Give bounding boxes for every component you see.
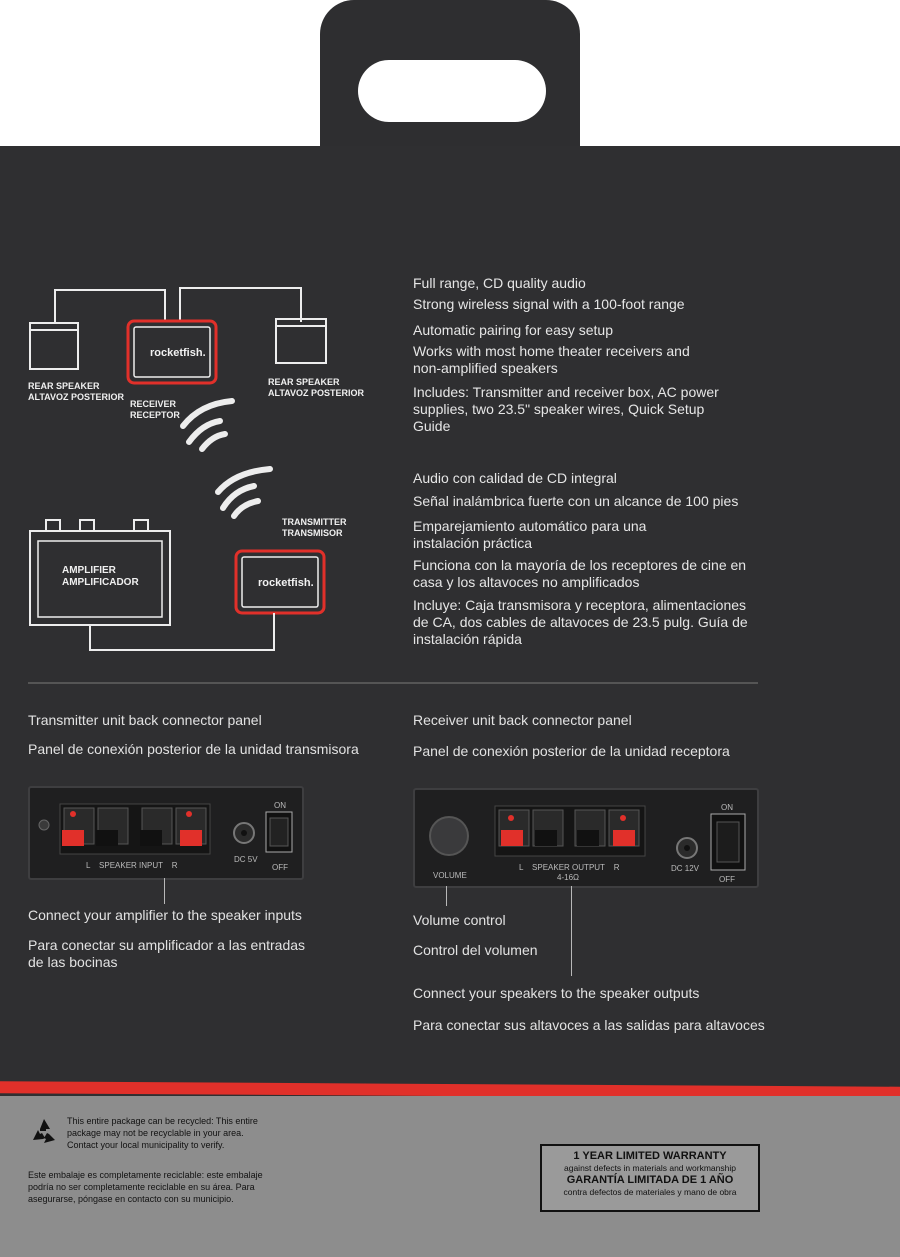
receiver-connector-panel: VOLUME L SPEAKER OUTPUT R 4-16Ω DC 12V O… — [413, 788, 759, 888]
transmitter-outline — [234, 549, 326, 615]
ohm-label: 4-16Ω — [557, 873, 579, 882]
receiver-panel-title-en: Receiver unit back connector panel — [413, 712, 632, 728]
transmitter-caption-en: Connect your amplifier to the speaker in… — [28, 907, 302, 923]
recycle-icon — [33, 1119, 55, 1143]
outputs-pointer-line — [571, 886, 572, 976]
feature-en-2: Strong wireless signal with a 100-foot r… — [413, 296, 685, 312]
outputs-caption-es: Para conectar sus altavoces a las salida… — [413, 1017, 765, 1033]
wire-right — [179, 287, 302, 322]
wire-left — [54, 289, 166, 323]
volume-label: VOLUME — [433, 871, 467, 880]
outputs-caption-en: Connect your speakers to the speaker out… — [413, 985, 700, 1001]
section-divider — [28, 682, 758, 684]
speaker-output-terminals — [498, 809, 640, 847]
warranty-title-es: GARANTÍA LIMITADA DE 1 AÑO — [566, 1174, 734, 1186]
amplifier-shape — [29, 530, 171, 626]
rx-on-label: ON — [721, 803, 733, 812]
feature-en-1: Full range, CD quality audio — [413, 275, 586, 291]
warranty-title-en: 1 YEAR LIMITED WARRANTY — [573, 1150, 727, 1162]
speaker-input-terminals — [62, 807, 207, 846]
wire-bottom — [89, 613, 275, 651]
recycle-text-es: Este embalaje es completamente reciclabl… — [28, 1170, 263, 1204]
feature-en-5: Includes: Transmitter and receiver box, … — [413, 384, 719, 434]
wireless-icon-lower-1 — [220, 483, 257, 511]
feature-en-4: Works with most home theater receivers a… — [413, 343, 690, 376]
recycle-text-en: This entire package can be recycled: Thi… — [67, 1116, 258, 1150]
transmitter-connector-panel: L SPEAKER INPUT R DC 5V ON OFF — [28, 786, 304, 880]
feature-es-2: Señal inalámbrica fuerte con un alcance … — [413, 493, 739, 509]
transmitter-panel-title-en: Transmitter unit back connector panel — [28, 712, 262, 728]
rear-speaker-left-shape — [29, 322, 79, 370]
volume-caption-en: Volume control — [413, 912, 506, 928]
receiver-panel-title-es: Panel de conexión posterior de la unidad… — [413, 743, 730, 759]
volume-knob — [429, 816, 469, 856]
wireless-icon-upper-1 — [186, 418, 223, 445]
volume-caption-es: Control del volumen — [413, 942, 538, 958]
bottom-label-band: This entire package can be recycled: Thi… — [0, 1096, 900, 1257]
transmitter-brand: rocketfish. — [258, 577, 314, 589]
speaker-input-label: L SPEAKER INPUT R — [86, 861, 178, 870]
volume-pointer-line — [446, 886, 447, 906]
system-diagram: rocketfish. rocketfish. — [29, 287, 327, 651]
dc12v-label: DC 12V — [671, 864, 700, 873]
rx-off-label: OFF — [719, 875, 735, 884]
transmitter-panel-title-es: Panel de conexión posterior de la unidad… — [28, 741, 359, 757]
warranty-sub-es: contra defectos de materiales y mano de … — [563, 1187, 737, 1197]
rear-speaker-right-shape — [275, 318, 327, 364]
warranty-sub-en: against defects in materials and workman… — [564, 1163, 736, 1173]
receiver-outline — [126, 319, 218, 385]
tx-off-label: OFF — [272, 863, 288, 872]
tx-on-label: ON — [274, 801, 286, 810]
hang-hole — [358, 60, 546, 122]
feature-es-3: Emparejamiento automático para una insta… — [413, 518, 647, 551]
warranty-badge: 1 YEAR LIMITED WARRANTY against defects … — [540, 1144, 760, 1212]
transmitter-caption-es: Para conectar su amplificador a las entr… — [28, 937, 306, 970]
receiver-brand: rocketfish. — [150, 347, 206, 359]
feature-es-4: Funciona con la mayoría de los receptore… — [413, 557, 747, 590]
dc5v-label: DC 5V — [234, 855, 258, 864]
feature-en-3: Automatic pairing for easy setup — [413, 322, 613, 338]
feature-es-1: Audio con calidad de CD integral — [413, 470, 617, 486]
feature-es-5: Incluye: Caja transmisora y receptora, a… — [413, 597, 748, 647]
speaker-output-label: L SPEAKER OUTPUT R — [519, 863, 620, 872]
transmitter-pointer-line — [164, 878, 165, 904]
